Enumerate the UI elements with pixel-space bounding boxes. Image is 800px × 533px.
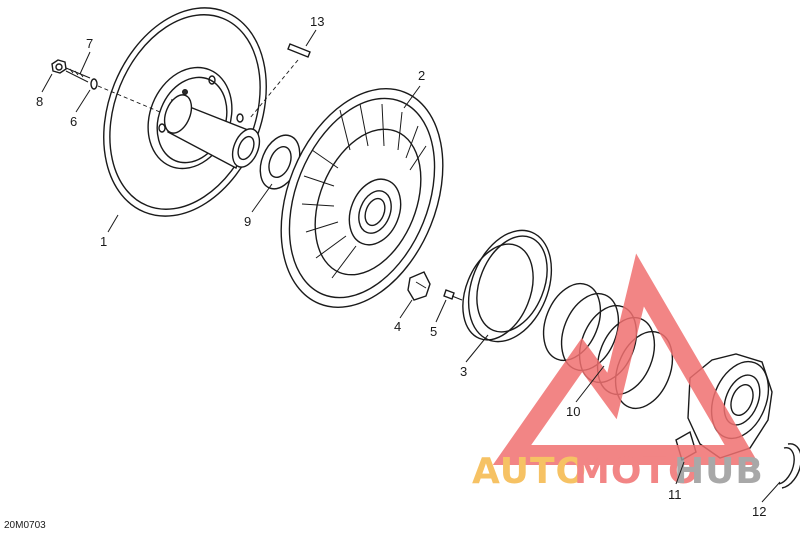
watermark-auto: AUTO: [472, 451, 587, 492]
callout-4: 4: [394, 319, 401, 334]
automotohub-watermark: AUTO MOTO HUB: [472, 253, 764, 492]
callout-1: 1: [100, 234, 107, 249]
watermark-hub: HUB: [674, 451, 764, 492]
part-3-ring: [462, 229, 553, 343]
callout-7: 7: [86, 36, 93, 51]
part-2-movable-sheave: [280, 88, 444, 308]
callout-10: 10: [566, 404, 580, 419]
callout-6: 6: [70, 114, 77, 129]
callout-13: 13: [310, 14, 324, 29]
drawing-code: 20M0703: [4, 520, 46, 531]
callout-3: 3: [460, 364, 467, 379]
part-12-retaining-ring: [778, 443, 800, 489]
callout-11: 11: [668, 487, 682, 502]
parts-4-5-slider-screw: [407, 271, 463, 301]
leader-lines: [41, 29, 781, 503]
callout-12: 12: [752, 504, 766, 519]
callout-5: 5: [430, 324, 437, 339]
part-1-fixed-sheave: [103, 7, 267, 217]
part-9-spacer: [259, 134, 301, 190]
callout-labels: 1 2 3 4 5 6 7 8 9 10 11 12 13: [36, 14, 766, 519]
callout-9: 9: [244, 214, 251, 229]
parts-6-7-8-fasteners: [51, 59, 161, 113]
watermark-moto: MOTO: [574, 451, 700, 492]
callout-8: 8: [36, 94, 43, 109]
callout-2: 2: [418, 68, 425, 83]
part-13-key: [249, 43, 311, 119]
